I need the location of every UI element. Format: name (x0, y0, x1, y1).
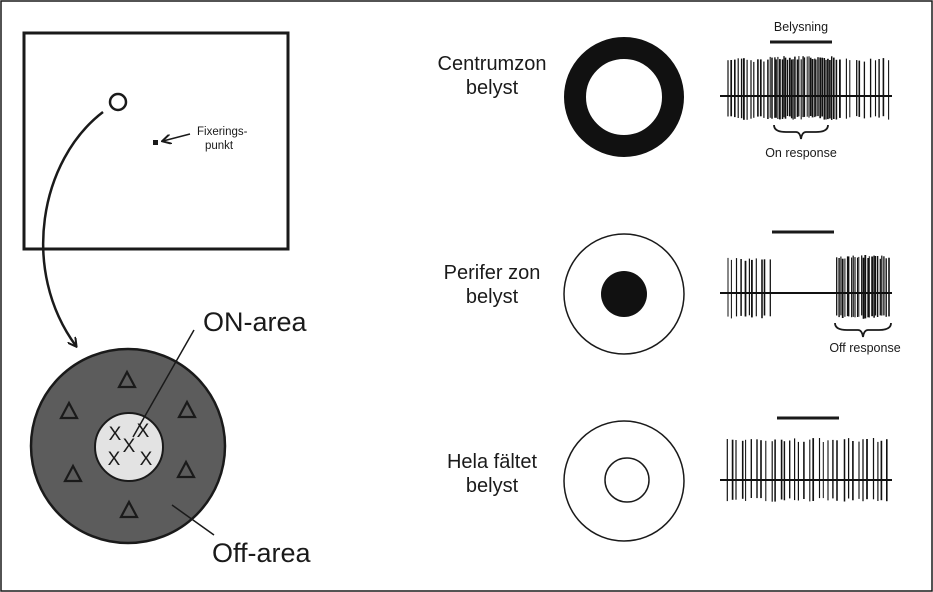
row-2-label-line2: belyst (465, 286, 519, 309)
off-triangles (59, 369, 197, 519)
fixation-point (153, 140, 158, 145)
off-triangle-5 (176, 459, 196, 479)
periphery-center-disc (601, 271, 647, 317)
fixation-label: Fixerings- punkt (197, 125, 247, 153)
off-response-label: Off response (829, 341, 901, 355)
whole-field-outer-ring (563, 420, 685, 542)
magnify-arrow (41, 111, 104, 346)
on-response-label: On response (765, 146, 837, 160)
row-3-label-line2: belyst (465, 475, 519, 498)
row-1-label-line2: belyst (465, 77, 519, 100)
periphery-outer-ring (563, 233, 685, 355)
row-3-label-line1: Hela fältet (446, 451, 538, 473)
row-1-label: Centrumzon belyst (424, 52, 560, 101)
whole-field-inner-ring (604, 457, 650, 503)
on-cross-3: X (123, 436, 136, 457)
spike-train-3 (720, 438, 892, 502)
on-area-leader-line (132, 329, 195, 438)
center-illuminated-ring (564, 37, 684, 157)
on-area-label: ON-area (203, 307, 307, 337)
off-triangle-3 (177, 399, 197, 419)
on-cross-5: X (140, 449, 153, 470)
screen-rectangle (22, 31, 290, 251)
off-triangle-2 (59, 400, 79, 420)
fixation-label-line2: punkt (205, 140, 234, 153)
on-response-brace (773, 124, 829, 140)
off-triangle-1 (117, 369, 137, 389)
row-3-label: Hela fältet belyst (424, 450, 560, 499)
row-2-label-line1: Perifer zon (443, 262, 541, 284)
off-area-label: Off-area (212, 538, 311, 568)
row-2-label: Perifer zon belyst (424, 261, 560, 310)
row-1-label-line1: Centrumzon (437, 53, 547, 75)
fixation-label-line1: Fixerings- (197, 126, 248, 138)
on-area-circle (94, 412, 164, 482)
on-cross-1: X (109, 424, 122, 445)
off-area-leader-line (171, 504, 215, 536)
off-triangle-6 (119, 499, 139, 519)
off-triangle-4 (63, 463, 83, 483)
on-cross-4: X (108, 449, 121, 470)
spike-train-1 (720, 56, 892, 120)
fixation-pointer-arrow (163, 133, 191, 141)
off-response-brace (834, 322, 892, 338)
stimulus-spot (108, 92, 128, 112)
spike-train-2 (720, 255, 892, 319)
on-cross-2: X (137, 421, 150, 442)
illumination-label: Belysning (773, 20, 829, 34)
